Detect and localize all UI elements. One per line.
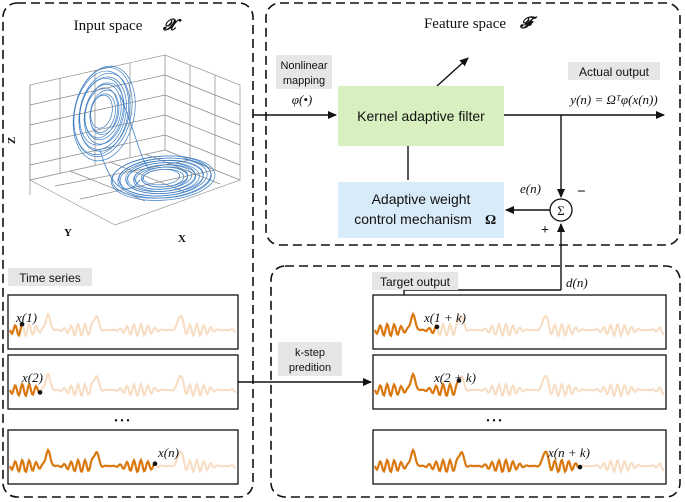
upper-wing-loop	[73, 70, 130, 155]
lower-wing-loop	[110, 155, 216, 201]
target-2-future	[458, 374, 665, 399]
target-output-label: Target output	[380, 275, 451, 289]
input-space-title: Input space	[74, 18, 143, 34]
target-output-region	[270, 265, 681, 498]
upper-wing-loop	[89, 89, 120, 135]
series-1-current-point	[19, 321, 25, 327]
adaptive-weight-line2: control mechanism	[354, 211, 472, 227]
axis-x-label: X	[178, 233, 186, 245]
target-n-future	[579, 458, 665, 475]
kstep-line1: k-step	[295, 347, 325, 359]
upper-wing-loop	[72, 65, 136, 162]
target-label-n: x(n + k)	[547, 445, 590, 460]
kernel-adaptive-filter-label: Kernel adaptive filter	[357, 108, 485, 124]
target-panel-1	[372, 294, 667, 350]
target-panel-2	[372, 354, 667, 410]
target-n-current-point	[577, 464, 583, 470]
series-ellipsis: • • •	[114, 416, 130, 427]
target-label-2: x(2 + k)	[433, 370, 476, 385]
target-1-current-point	[434, 324, 440, 330]
actual-output-tag	[568, 62, 660, 80]
kernel-adaptive-filter-box	[338, 86, 504, 146]
series-label-2: x(2)	[21, 370, 43, 385]
target-1-future	[436, 314, 665, 339]
nonlinear-mapping-line2: mapping	[283, 75, 325, 87]
time-series-tag	[8, 268, 92, 286]
series-n-past	[8, 447, 156, 474]
kstep-line2: predition	[289, 362, 331, 374]
series-panel-n	[7, 429, 239, 485]
series-2-past	[8, 381, 41, 398]
attractor-trajectory	[72, 65, 216, 201]
series-2-future	[39, 372, 237, 398]
series-1-future	[21, 312, 237, 338]
target-n-past	[373, 447, 581, 474]
series-2-current-point	[37, 390, 43, 395]
phi-mapping-symbol: φ(•)	[292, 92, 312, 107]
upper-wing-loop	[83, 82, 125, 145]
nonlinear-mapping-line1: Nonlinear	[280, 60, 327, 72]
error-label: e(n)	[520, 181, 541, 196]
adaptive-weight-line1: Adaptive weight	[372, 191, 471, 207]
target-output-tag	[372, 272, 458, 290]
desired-label: d(n)	[566, 275, 588, 290]
target-2-current-point	[456, 378, 462, 383]
target-label-1: x(1 + k)	[423, 310, 466, 325]
plus-sign: +	[541, 223, 549, 238]
time-series-label: Time series	[19, 271, 81, 285]
output-equation: y(n) = Ωᵀφ(x(n))	[568, 92, 657, 107]
target-2-past	[373, 371, 460, 398]
attractor-plot	[28, 54, 241, 226]
series-n-current-point	[152, 461, 158, 467]
actual-output-label: Actual output	[579, 65, 650, 79]
kstep-tag	[278, 342, 342, 376]
input-space-region	[2, 2, 254, 498]
nonlinear-mapping-tag	[276, 55, 332, 89]
feature-space-title: Feature space	[424, 16, 506, 32]
series-1-past	[8, 323, 24, 338]
series-n-future	[154, 450, 237, 474]
series-label-1: x(1)	[15, 310, 37, 325]
minus-sign: −	[577, 184, 586, 200]
upper-wing-loop	[89, 93, 116, 133]
feature-space-symbol: 𝓕	[519, 15, 538, 32]
axis-y-label: Y	[64, 227, 72, 239]
target-ellipsis: • • •	[486, 416, 502, 427]
series-label-n: x(n)	[157, 445, 179, 460]
axis-z-label: Z	[6, 137, 18, 144]
series-panel-2	[7, 354, 239, 410]
trajectory-link	[99, 94, 151, 190]
input-space-symbol: 𝓧	[162, 17, 182, 34]
series-panel-1	[7, 294, 239, 350]
summation-node	[549, 198, 573, 222]
upper-wing-loop	[73, 67, 133, 157]
feature-out-arrow	[436, 57, 469, 87]
sigma-symbol: Σ	[557, 203, 565, 218]
target-1-past	[373, 311, 438, 338]
target-panel-n	[372, 429, 667, 485]
omega-symbol: Ω	[485, 213, 496, 228]
adaptive-weight-box	[338, 182, 504, 238]
